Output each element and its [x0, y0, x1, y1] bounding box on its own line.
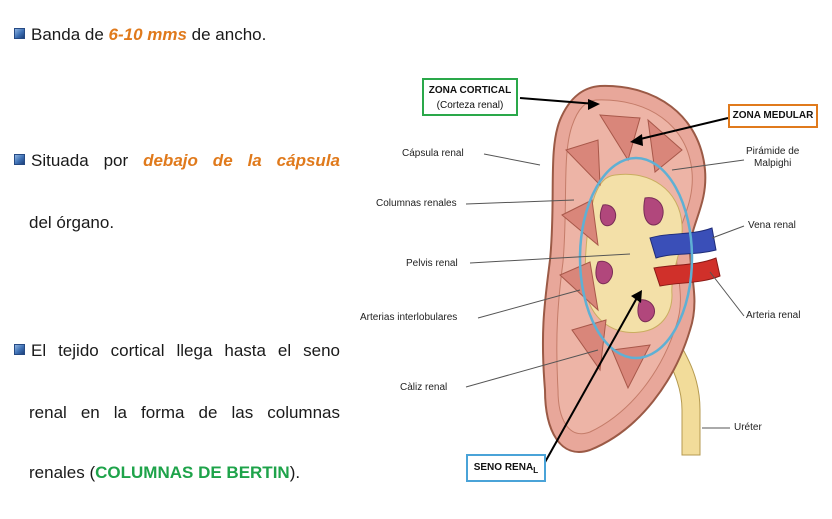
- label-piramide: Pirámide de Malpighi: [746, 146, 799, 170]
- label-piramide-line2: Malpighi: [754, 158, 792, 169]
- banda-measure: 6-10 mms: [108, 25, 187, 44]
- seno-renal-text: SENO RENA: [473, 462, 534, 473]
- label-piramide-line1: Pirámide de: [746, 146, 800, 157]
- renal-vein: [649, 227, 717, 259]
- calyx-1: [643, 197, 664, 226]
- label-vena-renal: Vena renal: [748, 220, 796, 231]
- situada-text-pre: Situada por: [31, 151, 144, 170]
- calyx-3: [637, 299, 655, 323]
- tejido-line3-post: ).: [289, 463, 301, 482]
- bullet-tejido: El tejido cortical llega hasta el seno: [14, 340, 340, 362]
- pyramid-3: [565, 139, 601, 187]
- tejido-line3-pre: renales (: [29, 463, 96, 482]
- zona-medular-box: ZONA MEDULAR: [728, 104, 818, 128]
- zona-cortical-subtitle: (Corteza renal): [436, 100, 504, 111]
- banda-text-pre: Banda de: [31, 25, 109, 44]
- tejido-line1: El tejido cortical llega hasta el seno: [31, 341, 340, 360]
- seno-renal-box: SENO RENAL: [466, 454, 546, 482]
- label-caliz-renal: Càliz renal: [400, 382, 448, 393]
- label-arterias-interlobulares: Arterias interlobulares: [360, 312, 458, 323]
- zona-cortical-title: ZONA CORTICAL: [428, 85, 512, 96]
- bullet-situada: Situada por debajo de la cápsula: [14, 150, 340, 172]
- seno-renal-sub: L: [533, 465, 539, 475]
- calyx-4: [599, 204, 617, 227]
- kidney-diagram: [465, 84, 745, 465]
- label-capsula-renal: Cápsula renal: [402, 148, 464, 159]
- columnas-bertin: COLUMNAS DE BERTIN: [95, 463, 290, 482]
- pyramid-1: [599, 114, 641, 162]
- sinus-outline: [578, 156, 694, 360]
- bullet-icon: [14, 154, 25, 165]
- renal-artery: [653, 257, 721, 287]
- bullet-icon: [14, 344, 25, 355]
- pyramid-2: [647, 118, 683, 173]
- label-columnas-renales: Columnas renales: [376, 198, 457, 209]
- label-pelvis-renal: Pelvis renal: [406, 258, 458, 269]
- pyramid-4: [561, 199, 599, 247]
- banda-text-post: de ancho.: [186, 25, 267, 44]
- tejido-line2: renal en la forma de las columnas: [29, 403, 340, 422]
- pyramid-5: [559, 261, 599, 312]
- zona-cortical-box: ZONA CORTICAL (Corteza renal): [422, 78, 518, 116]
- bullet-banda: Banda de 6-10 mms de ancho.: [14, 24, 266, 46]
- bullet-icon: [14, 28, 25, 39]
- tejido-line3: renales (COLUMNAS DE BERTIN).: [29, 462, 300, 484]
- label-ureter: Uréter: [734, 422, 762, 433]
- situada-line2: del órgano.: [29, 213, 115, 232]
- calyx-2: [595, 260, 613, 285]
- situada-emphasis: debajo de la cápsula: [143, 151, 340, 170]
- label-arteria-renal: Arteria renal: [746, 310, 801, 321]
